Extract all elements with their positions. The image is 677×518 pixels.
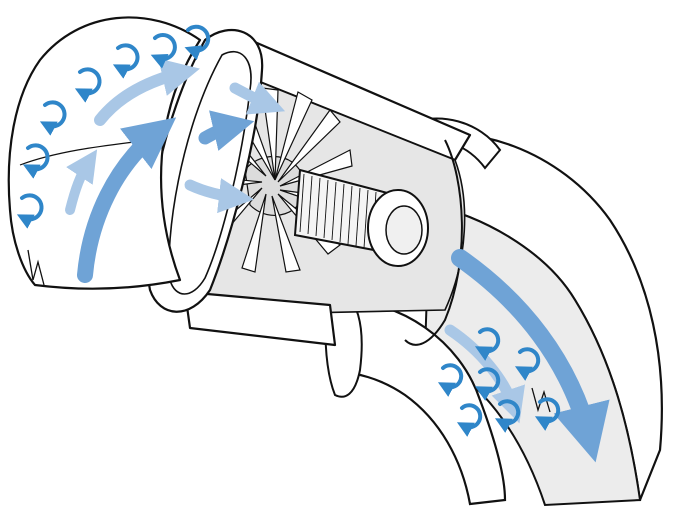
shaft-end-face: [386, 206, 422, 254]
